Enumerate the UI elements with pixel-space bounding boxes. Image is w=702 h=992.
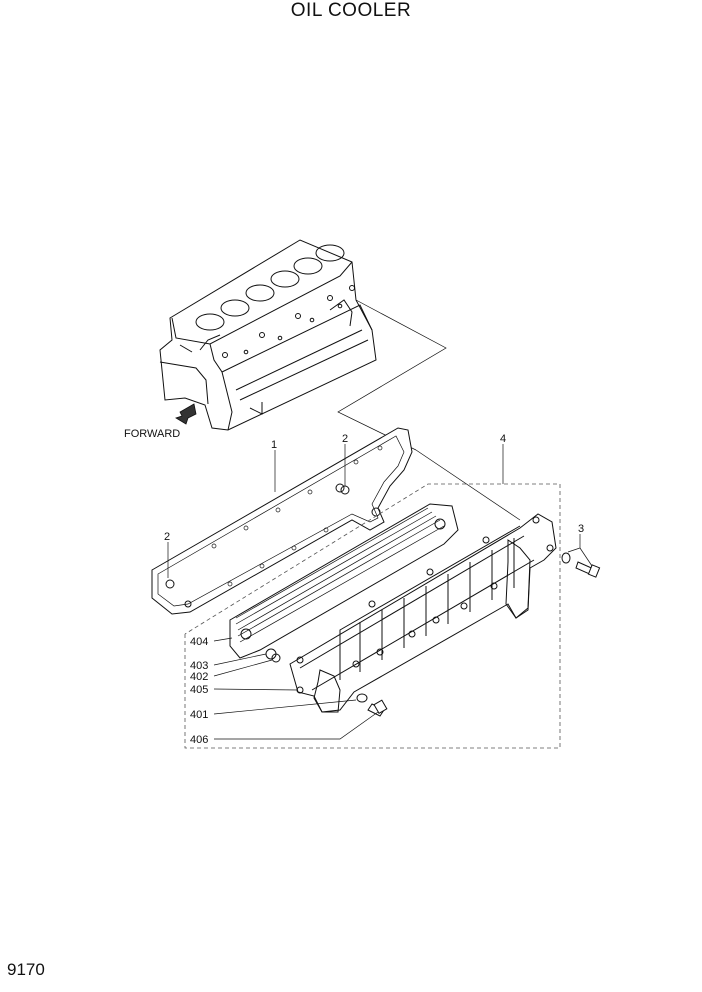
leader-lines: [167, 444, 593, 740]
engine-block: [159, 239, 377, 431]
projection-line-2: [415, 449, 521, 521]
o-ring-402: [271, 653, 281, 663]
callout-1: 1: [271, 439, 277, 451]
callout-4: 4: [500, 433, 506, 445]
bolt-set-3: [561, 552, 601, 578]
callout-403: 403: [190, 660, 208, 672]
bolt-401-406: [356, 693, 388, 717]
gasket: [151, 427, 413, 615]
projection-line: [337, 299, 447, 451]
callout-404: 404: [190, 636, 208, 648]
assembly-boundary: [184, 483, 561, 749]
callout-406: 406: [190, 734, 208, 746]
page-number: 9170: [7, 960, 45, 979]
cooler-element: [229, 503, 459, 659]
callout-402: 402: [190, 671, 208, 683]
callout-2-top: 2: [342, 433, 348, 445]
page-title: OIL COOLER: [290, 0, 412, 21]
forward-label: FORWARD: [124, 428, 180, 440]
callout-3: 3: [578, 523, 584, 535]
forward-arrow-icon: [175, 403, 197, 425]
callout-401: 401: [190, 709, 208, 721]
callout-2-left: 2: [164, 531, 170, 543]
callout-405: 405: [190, 684, 208, 696]
